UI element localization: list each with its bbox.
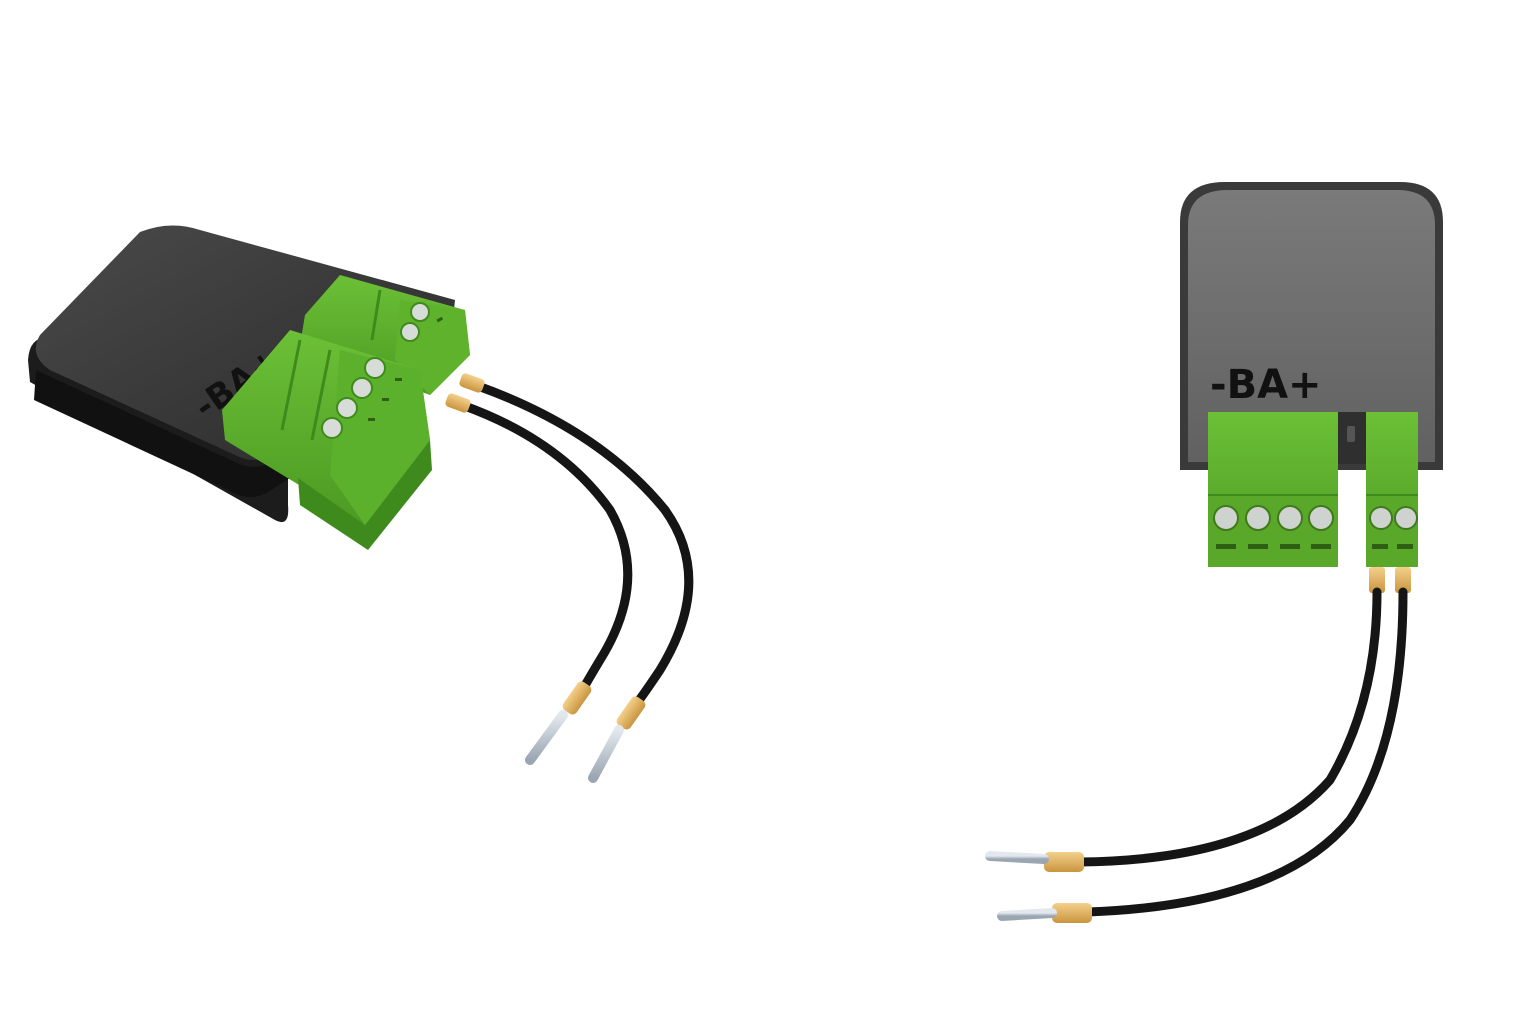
device-left-screw bbox=[364, 357, 386, 379]
device-left-ferrule bbox=[562, 681, 592, 715]
device-left-screw bbox=[321, 417, 343, 439]
device-right-wire bbox=[1075, 587, 1382, 867]
device-right-pin bbox=[997, 908, 1057, 921]
device-right-wires bbox=[985, 567, 1411, 923]
device-right-ferrule bbox=[1052, 903, 1092, 923]
device-left-screw bbox=[410, 302, 430, 322]
device-left-wire bbox=[457, 400, 633, 703]
device-right-screw bbox=[1213, 505, 1239, 531]
device-left-housing-edge bbox=[34, 370, 290, 497]
device-left-wire bbox=[473, 381, 694, 717]
device-left-screw bbox=[400, 322, 420, 342]
device-right-screw bbox=[1369, 506, 1393, 530]
device-right: -BA+ bbox=[985, 182, 1443, 923]
device-right-screw bbox=[1277, 505, 1303, 531]
device-left-terminal-large bbox=[222, 330, 432, 550]
device-right-screw bbox=[1394, 506, 1418, 530]
device-right-screw bbox=[1308, 505, 1334, 531]
device-left: -BA+ bbox=[28, 225, 694, 783]
device-left-wires bbox=[445, 373, 694, 783]
device-right-screw bbox=[1245, 505, 1271, 531]
device-left-ferrule bbox=[616, 696, 646, 730]
device-right-pin bbox=[985, 851, 1049, 864]
device-right-ferrule bbox=[1044, 852, 1084, 872]
device-left-pin bbox=[525, 710, 568, 765]
device-right-wire bbox=[1083, 587, 1408, 917]
device-left-screw bbox=[336, 397, 358, 419]
device-right-terminal-small bbox=[1366, 412, 1418, 567]
device-left-screw bbox=[351, 377, 373, 399]
device-right-marking: -BA+ bbox=[1210, 362, 1322, 408]
device-left-pin bbox=[588, 725, 624, 783]
device-right-terminal-large bbox=[1208, 412, 1338, 567]
